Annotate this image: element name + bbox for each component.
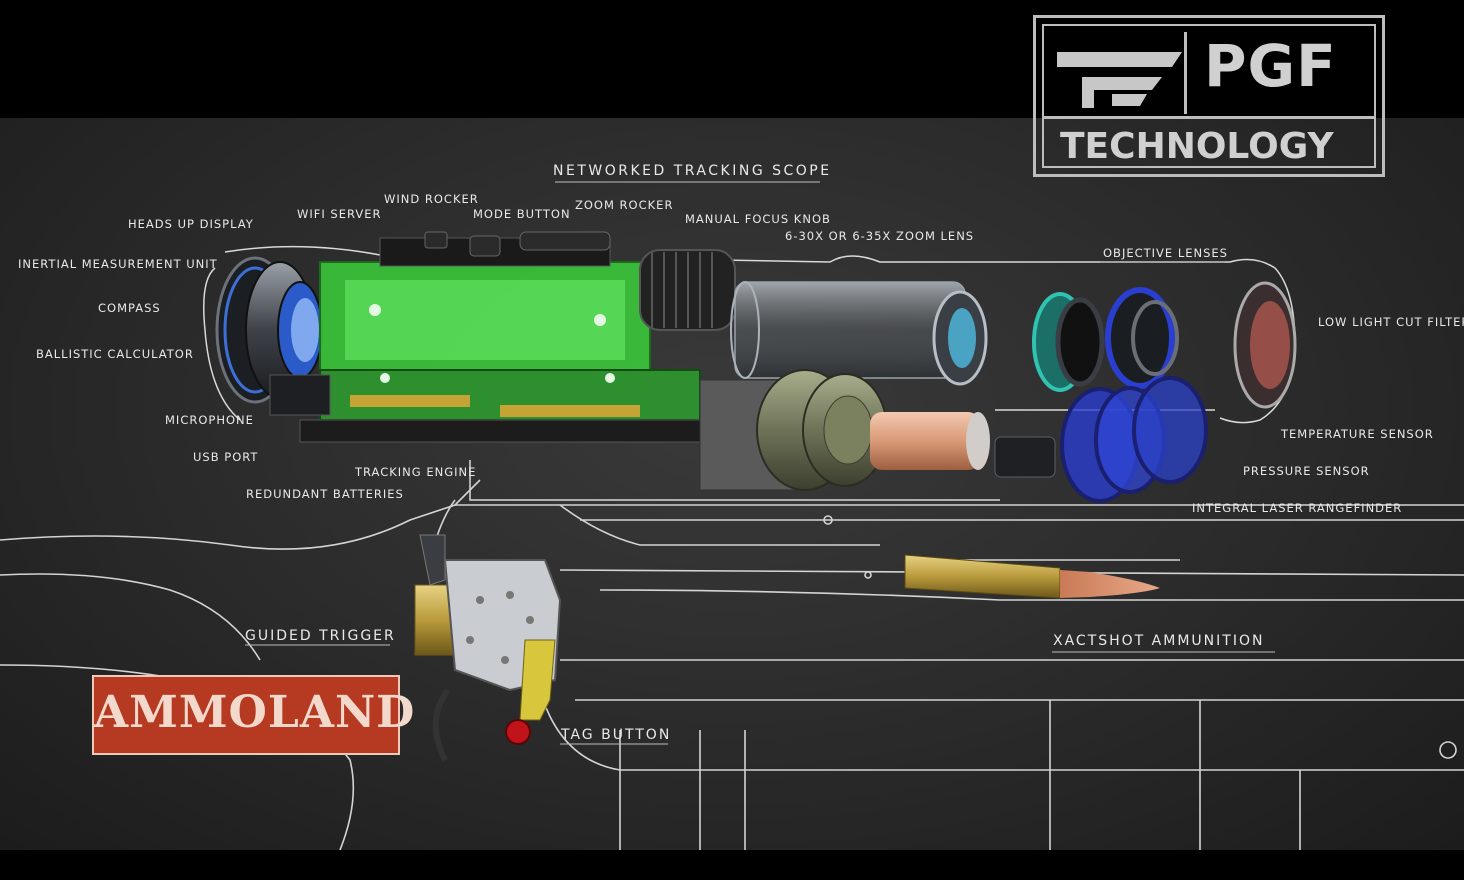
brand-tagline: TECHNOLOGY (1060, 126, 1334, 167)
label-compass: Compass (98, 301, 161, 315)
label-tracking-engine: Tracking Engine (355, 465, 477, 479)
low-light-filter (1233, 281, 1297, 409)
label-zoom-rocker: Zoom Rocker (575, 198, 674, 212)
label-ballistic-calculator: Ballistic Calculator (36, 347, 194, 361)
label-wifi-server: WiFi Server (297, 207, 382, 221)
diagram-title: Networked Tracking Scope (553, 163, 832, 179)
tracking-engine-module (269, 231, 721, 443)
label-mode-button: Mode Button (473, 207, 571, 221)
label-imu: Inertial Measurement Unit (18, 257, 218, 271)
label-xactshot-ammunition: XactShot Ammunition (1053, 633, 1265, 649)
label-objective-lenses: Objective Lenses (1103, 246, 1228, 260)
label-temperature-sensor: Temperature Sensor (1281, 427, 1434, 441)
objective-lenses (1032, 287, 1208, 503)
label-redundant-batteries: Redundant Batteries (246, 487, 404, 501)
battery-assembly (699, 369, 1056, 491)
label-pressure-sensor: Pressure Sensor (1243, 464, 1370, 478)
zoom-lens-tube (730, 281, 988, 386)
rifle-outline (0, 479, 1464, 851)
xactshot-cartridge (904, 554, 1160, 599)
label-wind-rocker: Wind Rocker (384, 192, 479, 206)
label-manual-focus-knob: Manual Focus Knob (685, 212, 831, 226)
watermark-text: AMMOLAND (94, 687, 416, 738)
ammoland-watermark: AMMOLAND (92, 675, 416, 755)
label-laser-rangefinder: Integral Laser Rangefinder (1192, 501, 1403, 515)
leader-lines (245, 181, 1275, 745)
label-zoom-lens: 6-30x or 6-35x Zoom Lens (785, 229, 975, 243)
guided-trigger (414, 534, 562, 762)
pgf-logo: PGF TECHNOLOGY (1033, 15, 1385, 177)
label-usb-port: USB Port (193, 450, 259, 464)
label-low-light-cut-filter: Low Light Cut Filter (1318, 315, 1464, 329)
manual-focus-knob (639, 249, 736, 331)
label-tag-button: Tag Button (561, 727, 672, 743)
pgf-emblem-icon (1057, 52, 1182, 108)
brand-name: PGF (1204, 32, 1337, 100)
label-guided-trigger: Guided Trigger (245, 628, 396, 644)
label-heads-up-display: Heads Up Display (128, 217, 254, 231)
label-microphone: Microphone (165, 413, 254, 427)
rear-eyepiece (215, 256, 323, 404)
